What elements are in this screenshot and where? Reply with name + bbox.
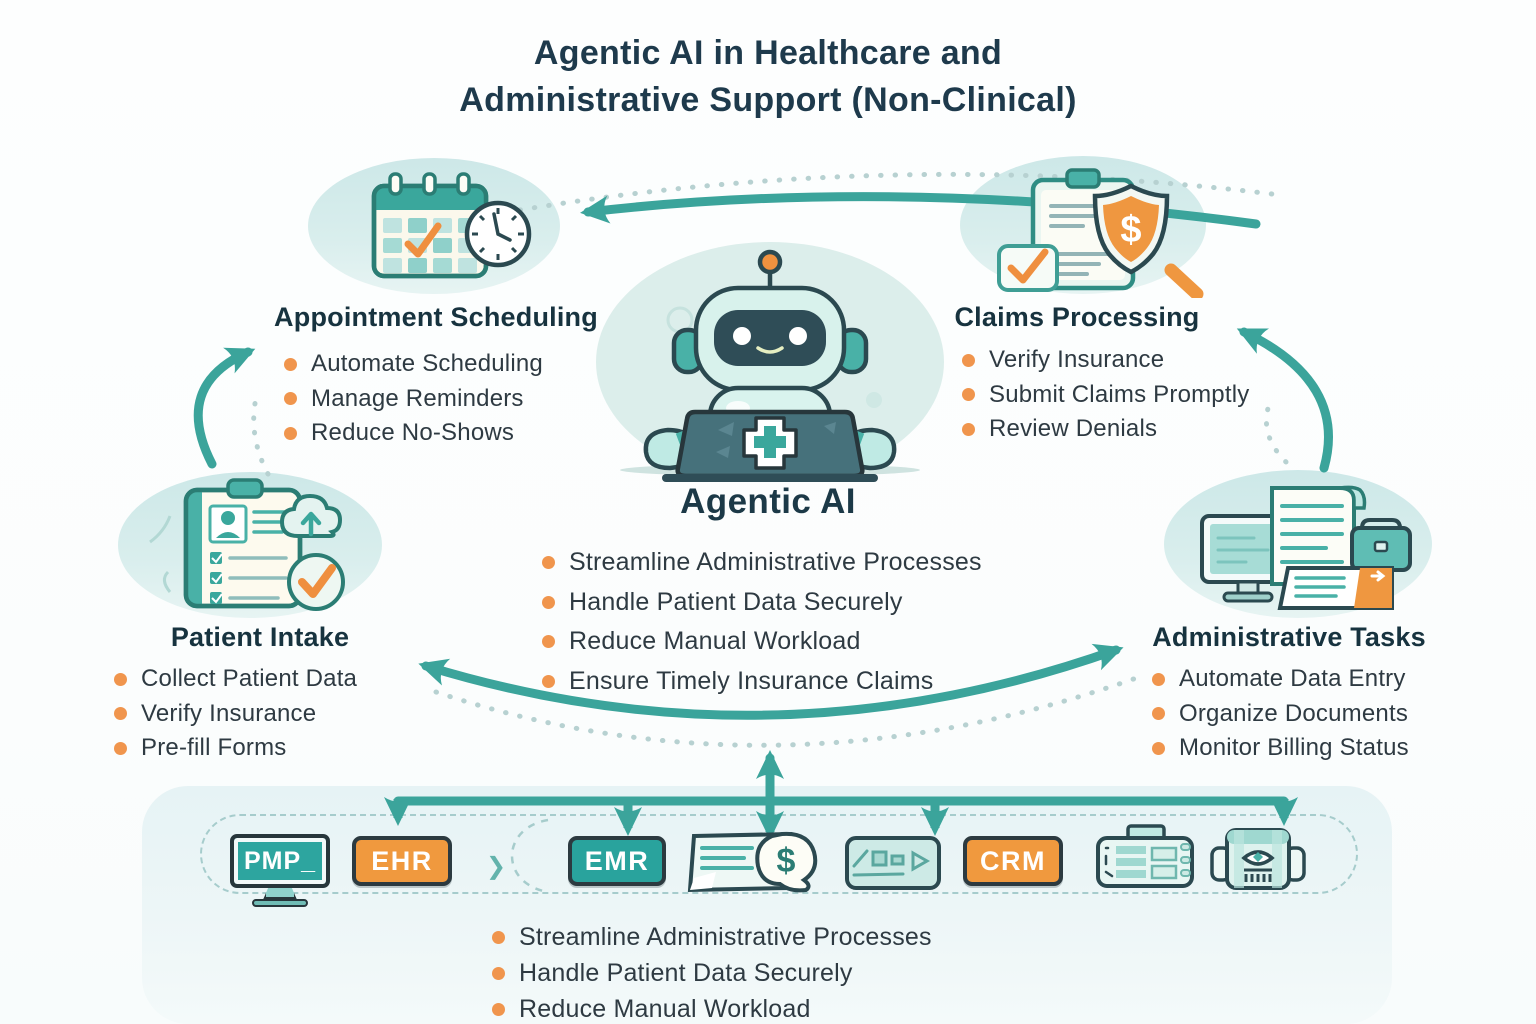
dotted-arc-top [517, 171, 1275, 213]
title-line-2: Administrative Support (Non-Clinical) [459, 81, 1077, 119]
analytics-badge-icon [845, 836, 941, 890]
bullet-dot-icon [962, 388, 975, 402]
bullet-item: Streamline Administrative Processes [542, 543, 982, 583]
bullet-item: Handle Patient Data Securely [492, 955, 932, 991]
bullet-item: Manage Reminders [284, 382, 543, 417]
fax-machine-icon [1096, 824, 1194, 888]
emr-badge: EMR [568, 836, 666, 886]
bullet-text: Organize Documents [1179, 699, 1409, 727]
bullet-item: Verify Insurance [114, 697, 357, 732]
bullet-dot-icon [542, 635, 555, 649]
patient-intake-bullet-list: Collect Patient Data Verify Insurance Pr… [114, 662, 357, 766]
dotted-arc-left [251, 395, 271, 477]
arrow-admin-to-claims [1236, 327, 1333, 473]
center-heading: Agentic AI [680, 482, 856, 521]
bullet-text: Pre-fill Forms [141, 734, 287, 762]
computer-documents-briefcase-icon [1200, 485, 1412, 610]
bullet-text: Streamline Administrative Processes [519, 922, 932, 951]
bullet-item: Reduce No-Shows [284, 416, 543, 451]
bullet-text: Collect Patient Data [141, 665, 358, 693]
bullet-item: Streamline Administrative Processes [492, 919, 932, 955]
invoice-dollar-text: $ [777, 842, 796, 880]
bullet-item: Ensure Timely Insurance Claims [542, 662, 982, 702]
bullet-dot-icon [1152, 707, 1165, 721]
bullet-item: Organize Documents [1152, 697, 1409, 732]
bullet-dot-icon [1152, 672, 1165, 686]
clipboard-shield-dollar-icon: $ [997, 168, 1204, 298]
center-bullet-list: Streamline Administrative Processes Hand… [542, 543, 982, 701]
arrow-intake-to-scheduling [193, 347, 256, 469]
robot-laptop-medical-icon [596, 242, 944, 482]
bullet-dot-icon [542, 674, 555, 688]
bullet-text: Reduce Manual Workload [569, 627, 861, 656]
quadrant-heading-patient-intake: Patient Intake [170, 622, 350, 652]
practice-monitor-icon: PMP_ [230, 834, 330, 888]
bullet-text: Review Denials [989, 415, 1158, 443]
claims-processing-bullet-list: Verify Insurance Submit Claims Promptly … [962, 343, 1249, 447]
bullet-item: Monitor Billing Status [1152, 731, 1409, 766]
bullet-text: Ensure Timely Insurance Claims [569, 666, 934, 695]
page-title: Agentic AI in Healthcare and Administrat… [0, 30, 1536, 124]
bullet-text: Submit Claims Promptly [989, 380, 1250, 408]
bullet-text: Reduce Manual Workload [519, 994, 811, 1023]
bullet-item: Collect Patient Data [114, 662, 357, 697]
clock-icon [464, 200, 532, 268]
bullet-dot-icon [492, 966, 505, 980]
printer-icon [1210, 828, 1306, 890]
bullet-dot-icon [114, 707, 127, 721]
invoice-dollar-icon: $ [687, 831, 818, 893]
bullet-item: Automate Data Entry [1152, 662, 1409, 697]
bullet-item: Verify Insurance [962, 343, 1249, 378]
bullet-dot-icon [1152, 741, 1165, 755]
bullet-dot-icon [962, 422, 975, 436]
calendar-clock-icon [371, 172, 532, 279]
shield-dollar-text: $ [1120, 209, 1141, 251]
systems-bullet-list: Streamline Administrative Processes Hand… [492, 919, 932, 1024]
chevron-right-icon: ❯ [486, 853, 507, 880]
bullet-dot-icon [284, 392, 297, 406]
bullet-text: Verify Insurance [989, 346, 1165, 374]
bullet-text: Manage Reminders [311, 384, 524, 412]
bullet-text: Handle Patient Data Securely [569, 587, 903, 616]
bullet-item: Pre-fill Forms [114, 731, 357, 766]
bullet-text: Handle Patient Data Securely [519, 958, 853, 987]
quadrant-heading-administrative-tasks: Administrative Tasks [1152, 622, 1426, 652]
dotted-arc-right [1263, 399, 1289, 465]
crm-badge: CRM [963, 836, 1063, 886]
bullet-dot-icon [542, 595, 555, 609]
bullet-dot-icon [114, 741, 127, 755]
administrative-tasks-bullet-list: Automate Data Entry Organize Documents M… [1152, 662, 1409, 766]
bullet-dot-icon [284, 357, 297, 371]
monitor-base [252, 899, 308, 907]
pmp-badge-label: PMP_ [243, 846, 317, 875]
appointment-scheduling-bullet-list: Automate Scheduling Manage Reminders Red… [284, 347, 543, 451]
quadrant-heading-claims-processing: Claims Processing [954, 302, 1200, 332]
bullet-item: Submit Claims Promptly [962, 378, 1249, 413]
title-line-1: Agentic AI in Healthcare and [533, 34, 1003, 72]
bullet-item: Review Denials [962, 412, 1249, 447]
bullet-item: Automate Scheduling [284, 347, 543, 382]
bullet-text: Monitor Billing Status [1179, 734, 1409, 762]
bullet-item: Reduce Manual Workload [492, 991, 932, 1024]
bullet-text: Automate Scheduling [311, 350, 543, 378]
bullet-dot-icon [542, 556, 555, 570]
bullet-dot-icon [114, 672, 127, 686]
bullet-item: Reduce Manual Workload [542, 622, 982, 662]
bullet-dot-icon [284, 426, 297, 440]
systems-divider-dashed-arc [510, 818, 549, 894]
bullet-text: Automate Data Entry [1179, 665, 1406, 693]
bullet-item: Handle Patient Data Securely [542, 583, 982, 623]
bullet-text: Reduce No-Shows [311, 419, 515, 447]
bullet-text: Verify Insurance [141, 699, 317, 727]
intake-clipboard-cloud-icon [149, 478, 345, 611]
bullet-dot-icon [962, 353, 975, 367]
bullet-dot-icon [492, 1002, 505, 1016]
dotted-arc-bottom [433, 673, 1145, 748]
quadrant-heading-appointment-scheduling: Appointment Scheduling [274, 302, 598, 332]
arrow-intake-admin-double [418, 643, 1124, 720]
bullet-dot-icon [492, 930, 505, 944]
bullet-text: Streamline Administrative Processes [569, 548, 982, 577]
ehr-badge: EHR [352, 836, 452, 886]
